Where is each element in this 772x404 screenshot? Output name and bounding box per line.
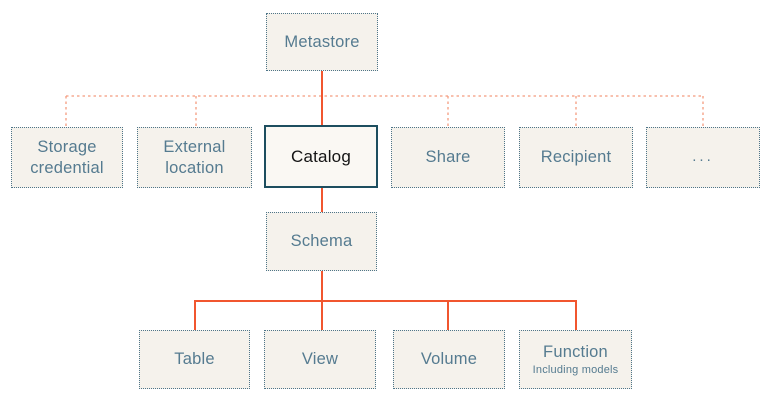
node-catalog-label: Catalog xyxy=(291,146,351,166)
node-schema-label: Schema xyxy=(290,232,353,251)
node-table: Table xyxy=(139,330,250,389)
node-view: View xyxy=(264,330,376,389)
node-more-ellipsis: ... xyxy=(646,127,760,188)
node-function-sublabel: Including models xyxy=(532,364,619,377)
node-function-label: Function xyxy=(543,342,608,361)
node-volume-label: Volume xyxy=(420,350,478,369)
node-metastore-label: Metastore xyxy=(284,32,360,51)
node-recipient-label: Recipient xyxy=(540,148,612,167)
node-external-location: External location xyxy=(137,127,252,188)
node-storage-credential: Storage credential xyxy=(11,127,123,188)
node-function: Function Including models xyxy=(519,330,632,389)
dashed-connectors xyxy=(65,95,704,127)
node-schema: Schema xyxy=(266,212,377,271)
node-external-location-label: External location xyxy=(163,137,226,177)
node-share-label: Share xyxy=(425,148,471,167)
node-catalog: Catalog xyxy=(264,125,378,188)
node-storage-credential-label: Storage credential xyxy=(30,137,104,177)
node-recipient: Recipient xyxy=(519,127,633,188)
node-metastore: Metastore xyxy=(266,13,378,71)
node-more-ellipsis-label: ... xyxy=(692,148,714,166)
solid-connectors xyxy=(194,71,577,330)
node-table-label: Table xyxy=(174,350,215,369)
node-share: Share xyxy=(391,127,505,188)
node-view-label: View xyxy=(301,350,339,369)
node-volume: Volume xyxy=(393,330,505,389)
